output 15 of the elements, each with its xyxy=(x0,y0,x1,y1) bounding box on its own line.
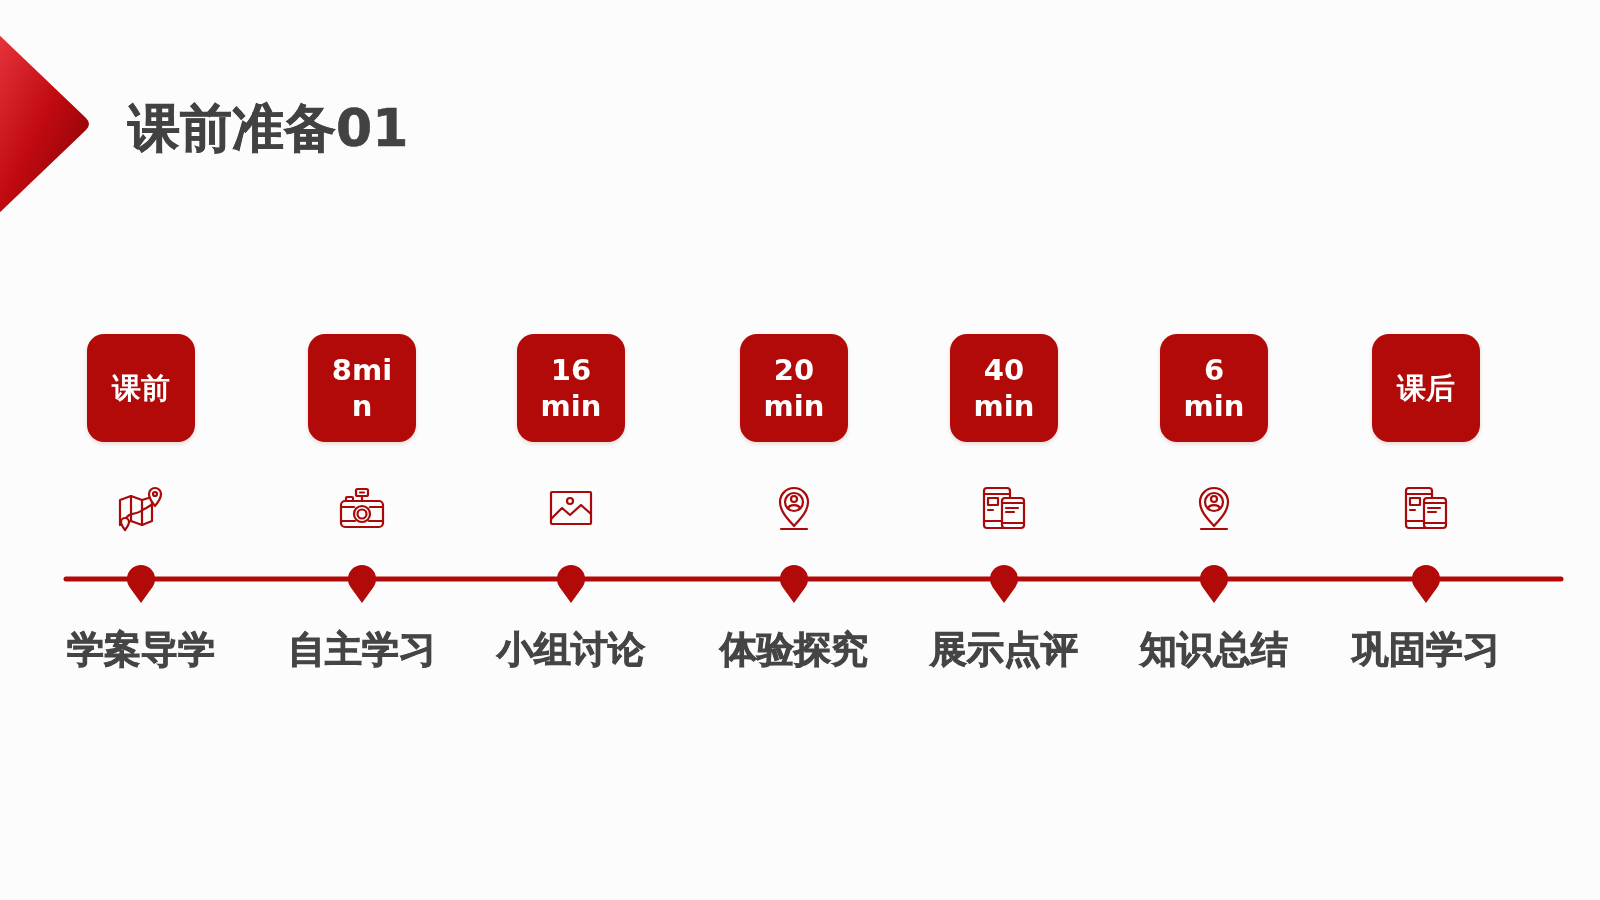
stage-box: 8min xyxy=(308,334,416,442)
step-label: 展示点评 xyxy=(930,628,1078,672)
step-label: 巩固学习 xyxy=(1352,628,1500,672)
stage-box: 16 min xyxy=(517,334,625,442)
step-label: 知识总结 xyxy=(1140,628,1288,672)
step-label: 自主学习 xyxy=(288,628,436,672)
step-label: 小组讨论 xyxy=(497,628,645,672)
stage-box: 课后 xyxy=(1372,334,1480,442)
title: 课前准备01 xyxy=(128,97,409,160)
stage-box: 6 min xyxy=(1160,334,1268,442)
stage-box: 40 min xyxy=(950,334,1058,442)
stage-box: 20 min xyxy=(740,334,848,442)
stage-box: 课前 xyxy=(87,334,195,442)
step-label: 体验探究 xyxy=(720,628,868,672)
step-label: 学案导学 xyxy=(67,628,215,672)
